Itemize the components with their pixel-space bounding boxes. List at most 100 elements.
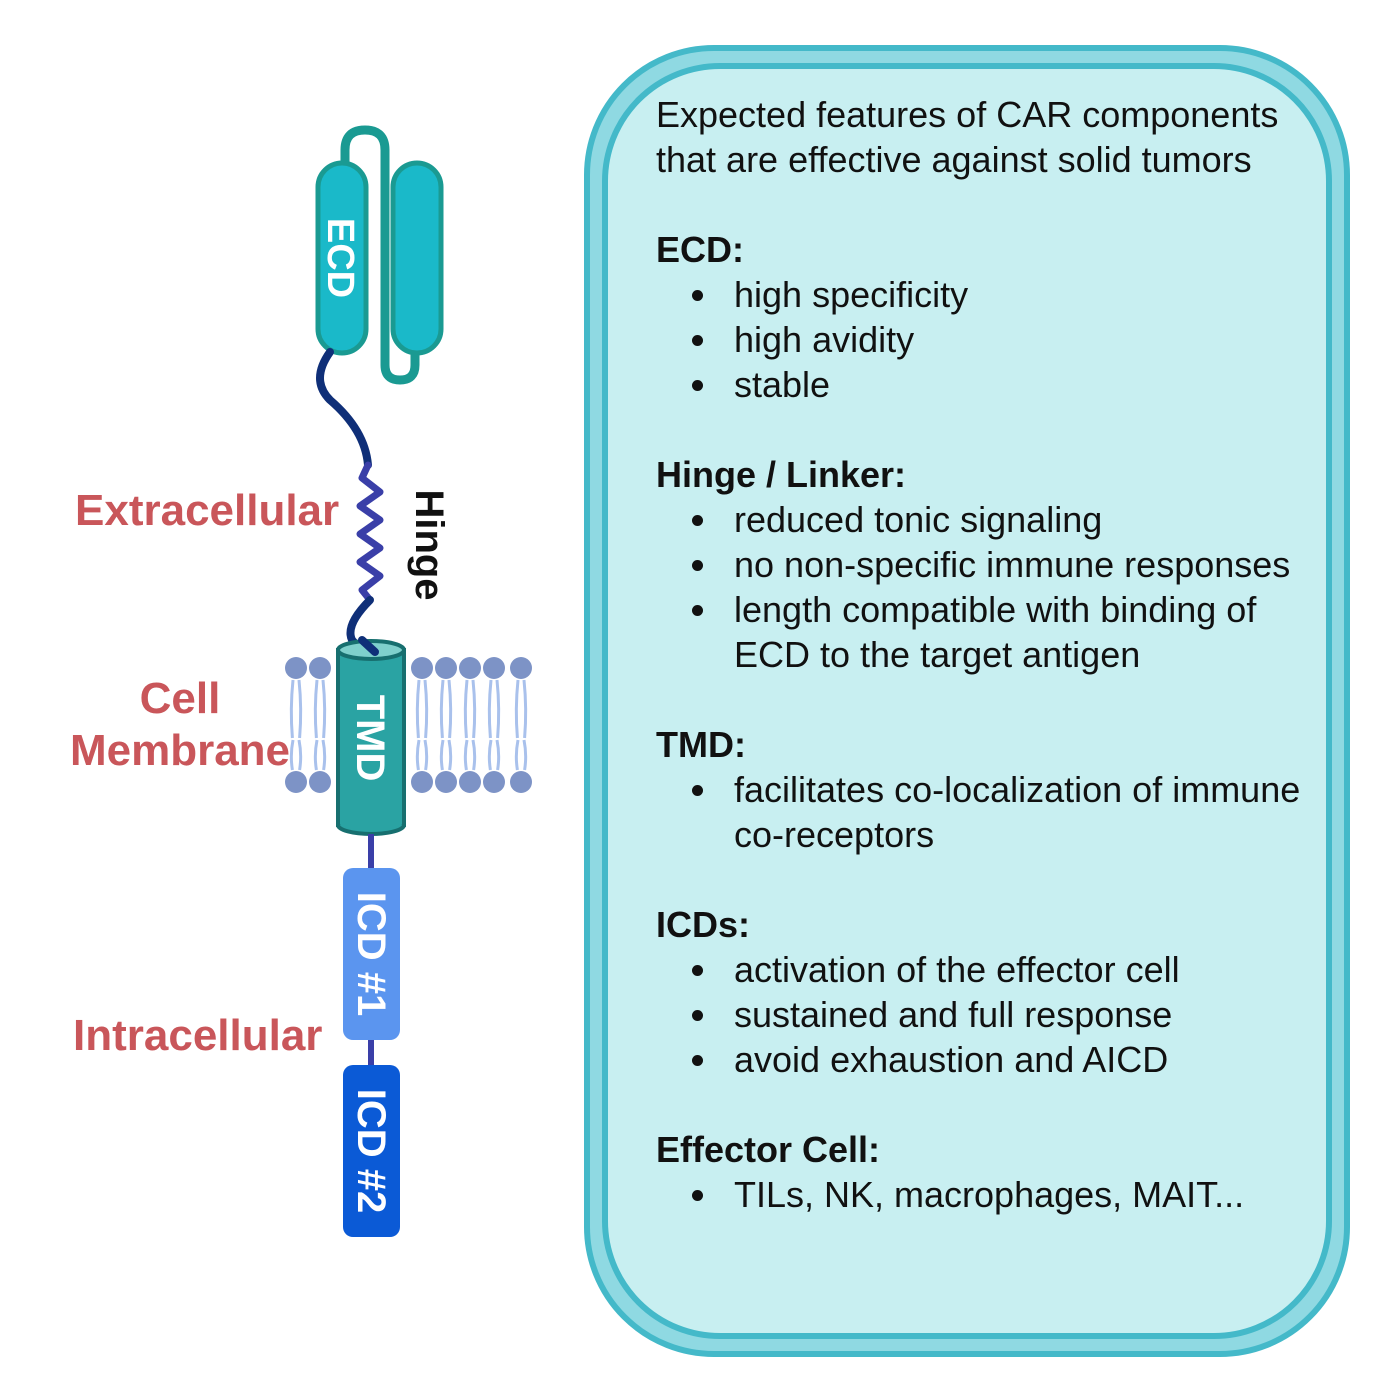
lipid-head [411,657,433,679]
bullet-icon [692,1010,703,1021]
lipid-tail [471,679,477,739]
feature-text: high avidity [734,319,915,360]
features-panel-inner [602,63,1332,1339]
hinge-coil [356,461,384,604]
ecd-label: ECD [319,218,361,298]
section-heading: Effector Cell: [656,1129,881,1170]
lipid-tail [423,739,429,771]
feature-list: facilitates co-localization of immune co… [656,767,1316,857]
lipid-head [435,657,457,679]
lipid-tail [495,679,501,739]
feature-list-item: high specificity [656,272,1316,317]
ecd-linker-loop [340,125,420,385]
panel-title: Expected features of CAR components that… [656,94,1279,180]
lipid-head [411,771,433,793]
hinge-tmd-junction [358,636,379,656]
feature-list-item: stable [656,362,1316,407]
lipid-tail [423,679,429,739]
feature-list-item: high avidity [656,317,1316,362]
feature-text: no non-specific immune responses [734,544,1291,585]
feature-list-item: length compatible with binding of ECD to… [656,587,1316,677]
feature-text: high specificity [734,274,969,315]
lipid-tail [289,679,295,739]
bullet-icon [692,1055,703,1066]
lipid-head [510,657,532,679]
feature-list-item: reduced tonic signaling [656,497,1316,542]
lipid-tail [495,739,501,771]
lipid-tail [321,739,327,771]
bullet-icon [692,290,703,301]
lipid-tail [415,739,421,771]
feature-list: TILs, NK, macrophages, MAIT... [656,1172,1316,1217]
tmd-cylinder [336,639,406,836]
section-heading: ECD: [656,229,744,270]
lipid-tail [439,679,445,739]
lipid-tail [471,739,477,771]
lipid-head [309,771,331,793]
bullet-icon [692,1190,703,1201]
bullet-icon [692,560,703,571]
icd1-domain [343,868,400,1040]
feature-text: stable [734,364,831,405]
hinge-label: Hinge [407,489,451,600]
bullet-icon [692,605,703,616]
lipid-tail [522,679,528,739]
label-membrane: Membrane [70,726,290,775]
lipid-tail [514,739,520,771]
tmd-label: TMD [348,695,392,782]
lipid-tail [447,739,453,771]
lipid-tail [321,679,327,739]
bullet-icon [692,785,703,796]
lipid-head [459,657,481,679]
features-panel [584,45,1350,1357]
feature-section: Effector Cell:TILs, NK, macrophages, MAI… [656,1127,1316,1217]
icd2-domain [343,1065,400,1237]
features-panel-content: Expected features of CAR components that… [656,92,1316,1262]
bullet-icon [692,335,703,346]
lipid-tail [415,679,421,739]
feature-text: reduced tonic signaling [734,499,1103,540]
lipid-head [309,657,331,679]
section-heading: TMD: [656,724,746,765]
lipid-tail [447,679,453,739]
label-cell: Cell [140,674,221,723]
lipid-head [483,771,505,793]
lipid-tail [487,679,493,739]
lipid-tail [463,739,469,771]
lipid-head [285,771,307,793]
lipid-head [285,657,307,679]
bullet-icon [692,380,703,391]
feature-text: length compatible with binding of ECD to… [734,589,1257,675]
lipid-tail [313,739,319,771]
feature-text: facilitates co-localization of immune co… [734,769,1301,855]
feature-list-item: activation of the effector cell [656,947,1316,992]
feature-section: TMD:facilitates co-localization of immun… [656,722,1316,857]
feature-text: activation of the effector cell [734,949,1180,990]
feature-list-item: avoid exhaustion and AICD [656,1037,1316,1082]
feature-text: avoid exhaustion and AICD [734,1039,1169,1080]
feature-list-item: sustained and full response [656,992,1316,1037]
lipid-head [435,771,457,793]
label-intracellular: Intracellular [73,1011,322,1060]
bullet-icon [692,515,703,526]
feature-list-item: TILs, NK, macrophages, MAIT... [656,1172,1316,1217]
lipid-tail [289,739,295,771]
lipid-tail [297,679,303,739]
lipid-tail [487,739,493,771]
section-heading: Hinge / Linker: [656,454,907,495]
lipid-tail [463,679,469,739]
section-heading: ICDs: [656,904,751,945]
ecd-domain-right [390,160,444,356]
lipid-head [510,771,532,793]
label-extracellular: Extracellular [75,486,339,535]
feature-text: TILs, NK, macrophages, MAIT... [734,1174,1245,1215]
lipid-tail [514,679,520,739]
lipid-head [459,771,481,793]
